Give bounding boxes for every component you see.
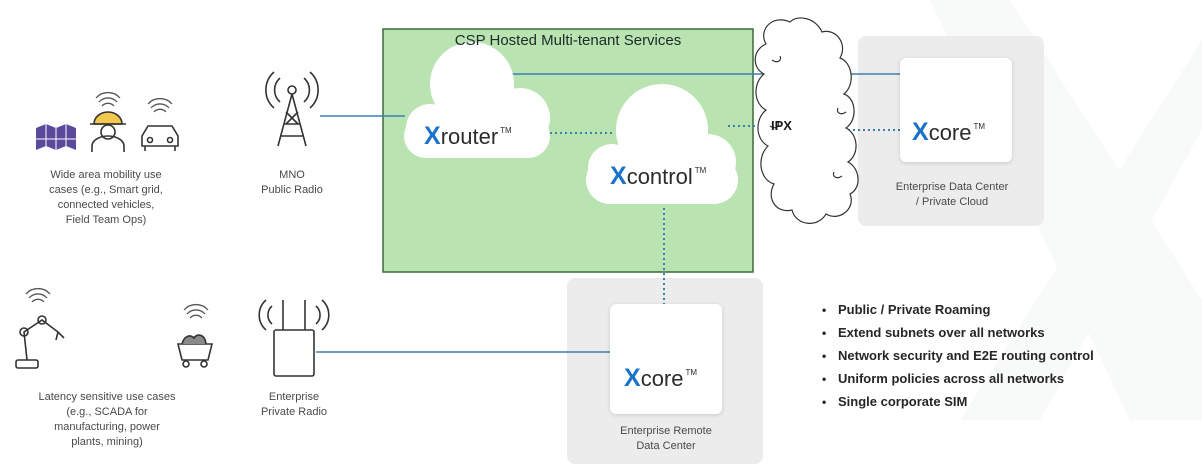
list-item: Extend subnets over all networks [820, 325, 1190, 341]
wide-area-caption: Wide area mobility use cases (e.g., Smar… [49, 169, 163, 226]
solar-panel-icon [36, 124, 76, 150]
private-radio-icon [258, 299, 330, 377]
csp-title: CSP Hosted Multi-tenant Services [454, 32, 682, 49]
benefits-list: Public / Private Roaming Extend subnets … [820, 302, 1190, 417]
list-item: Uniform policies across all networks [820, 371, 1190, 387]
list-item: Network security and E2E routing control [820, 348, 1190, 364]
xrouter-cloud [404, 42, 550, 158]
xcore-cloud-box [900, 58, 1012, 162]
worker-icon [90, 111, 126, 152]
car-icon [141, 125, 179, 151]
enterprise-radio-caption: Enterprise Private Radio [260, 391, 328, 418]
robot-arm-icon [15, 315, 65, 369]
ipx-label: IPX [771, 118, 792, 133]
enterprise-dc-caption: Enterprise Data Center / Private Cloud [895, 181, 1009, 208]
wifi-icon [25, 92, 209, 319]
mno-caption: MNO Public Radio [261, 169, 323, 196]
radio-tower-icon [265, 71, 319, 147]
latency-caption: Latency sensitive use cases (e.g., SCADA… [38, 391, 176, 448]
list-item: Single corporate SIM [820, 394, 1190, 410]
xcontrol-cloud [586, 84, 738, 204]
remote-dc-caption: Enterprise Remote Data Center [620, 425, 712, 452]
list-item: Public / Private Roaming [820, 302, 1190, 318]
xcore-remote-box [610, 304, 722, 414]
ipx-cloud [754, 17, 859, 224]
mine-cart-icon [176, 334, 214, 368]
